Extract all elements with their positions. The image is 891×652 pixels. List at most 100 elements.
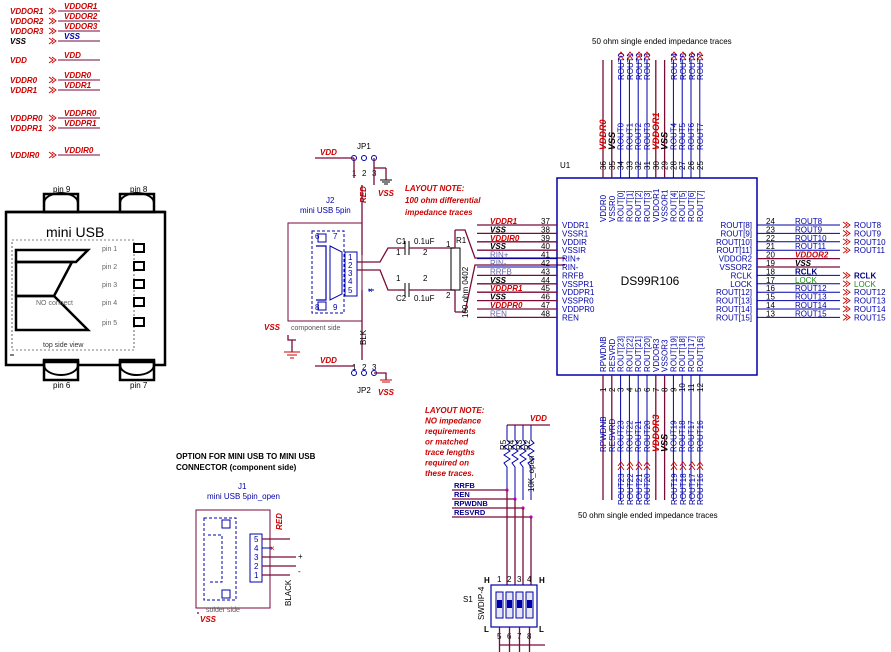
u1-left-net: VSS bbox=[490, 293, 507, 302]
c1-label: C1 bbox=[396, 237, 407, 246]
u1-pin-name: ROUT[6] bbox=[687, 190, 696, 222]
offpage-flag-icon bbox=[679, 51, 687, 61]
j1-pin-num: 2 bbox=[254, 562, 259, 571]
offpage-flag-icon bbox=[842, 297, 851, 304]
u1-pin-name: RCLK bbox=[731, 271, 753, 280]
u1-pin-num: 24 bbox=[766, 217, 775, 226]
u1-pin-name: VSSOR3 bbox=[661, 339, 670, 372]
u1-bottom-flag: ROUT22 bbox=[626, 473, 635, 505]
u1-pin-num: 5 bbox=[634, 387, 643, 392]
j1-black-label: BLACK bbox=[284, 579, 293, 606]
u1-pin-name: ROUT[15] bbox=[716, 313, 752, 322]
u1-right-flag: ROUT14 bbox=[854, 305, 886, 314]
u1-pin-num: 13 bbox=[766, 309, 775, 318]
jp1-jumper: JP1 1 2 3 VDD VSS bbox=[315, 142, 395, 198]
u1-left-net: VDDPR0 bbox=[490, 301, 523, 310]
r1-label: R1 bbox=[456, 236, 467, 245]
u1-pin-name: ROUT[17] bbox=[687, 336, 696, 372]
offpage-flag-icon bbox=[617, 461, 625, 471]
u1-top-net: ROUT5 bbox=[678, 122, 687, 150]
j1-option: OPTION FOR MINI USB TO MINI USB CONNECTO… bbox=[176, 452, 316, 624]
offpage-flag-icon bbox=[842, 314, 851, 321]
usb-noconnect-label: NO connect bbox=[36, 300, 73, 307]
layout-note-line: impedance traces bbox=[405, 208, 473, 217]
u1-pin-name: RESVRD bbox=[608, 338, 617, 372]
u1-right-net: ROUT9 bbox=[795, 225, 823, 234]
u1-pin-name: VSSR1 bbox=[562, 229, 589, 238]
u1-pin-num: 26 bbox=[687, 161, 696, 170]
u1-pin-name: REN bbox=[562, 313, 579, 322]
offpage-flag-icon bbox=[696, 51, 704, 61]
u1-pin-name: ROUT[14] bbox=[716, 305, 752, 314]
offpage-flag-icon bbox=[48, 114, 57, 122]
usb-pin-label: pin 2 bbox=[102, 264, 117, 271]
u1-left-net: RRFB bbox=[490, 267, 512, 276]
j2-mount-num: 6 bbox=[315, 232, 320, 241]
u1-left-net: VDDIR0 bbox=[490, 234, 520, 243]
u1-pin-name: ROUT[2] bbox=[634, 190, 643, 222]
u1-top-flag: ROUT5 bbox=[679, 52, 688, 80]
u1-pin-num: 23 bbox=[766, 225, 775, 234]
usb-footprint-title: mini USB bbox=[46, 224, 104, 240]
layout-note-line: these traces. bbox=[425, 469, 474, 478]
u1-pin-name: VSSOR2 bbox=[720, 263, 753, 272]
u1-left-net: VSS bbox=[490, 225, 507, 234]
offpage-flag-icon bbox=[643, 51, 651, 61]
u1-right-net: ROUT10 bbox=[795, 234, 827, 243]
alias-left-net: VSS bbox=[10, 37, 27, 46]
offpage-flag-icon bbox=[670, 461, 678, 471]
j1-plus: + bbox=[298, 552, 303, 561]
u1-right-flag: ROUT13 bbox=[854, 297, 886, 306]
u1-pin-name: RPWDNB bbox=[599, 336, 608, 372]
u1-pin-name: VDDR1 bbox=[562, 221, 590, 230]
s1-h-left: H bbox=[484, 576, 490, 585]
offpage-flag-icon bbox=[626, 51, 634, 61]
offpage-flag-icon bbox=[48, 56, 57, 64]
usb-pin-bottom-left: pin 6 bbox=[53, 381, 71, 390]
u1-chip: U1 DS99R106 50 ohm single ended impedanc… bbox=[477, 37, 886, 520]
jp1-pin-num: 2 bbox=[362, 169, 367, 178]
u1-pin-num: 45 bbox=[541, 284, 550, 293]
u1-right-flag: ROUT15 bbox=[854, 313, 886, 322]
offpage-flag-icon bbox=[48, 76, 57, 84]
pullup-vdd-net: VDD bbox=[530, 414, 547, 423]
s1-pin-num: 3 bbox=[517, 575, 522, 584]
j2-label: J2 bbox=[326, 196, 335, 205]
u1-pin-name: ROUT[5] bbox=[678, 190, 687, 222]
u1-pin-num: 19 bbox=[766, 259, 775, 268]
u1-pin-num: 29 bbox=[661, 161, 670, 170]
u1-pin-name: RIN+ bbox=[562, 255, 581, 264]
offpage-flag-icon bbox=[670, 51, 678, 61]
u1-pin-num: 37 bbox=[541, 217, 550, 226]
u1-pin-name: ROUT[23] bbox=[617, 336, 626, 372]
usb-footprint: pin 9 pin 8 pin 6 pin 7 mini USB pin 1 p… bbox=[4, 185, 167, 390]
j1-side-label: solder side bbox=[206, 607, 240, 614]
offpage-flag-icon bbox=[635, 51, 643, 61]
u1-pin-name: VSSR0 bbox=[608, 195, 617, 222]
j1-minus: - bbox=[298, 567, 301, 576]
u1-pin-name: VDDOR3 bbox=[652, 338, 661, 372]
r1-value: 100 ohm 0402 bbox=[461, 266, 470, 318]
u1-pin-name: ROUT[18] bbox=[678, 336, 687, 372]
offpage-flag-icon bbox=[842, 288, 851, 296]
j2-pin-num: 4 bbox=[348, 277, 353, 286]
u1-pin-num: 44 bbox=[541, 276, 550, 285]
alias-left-net: VDDPR1 bbox=[10, 124, 43, 133]
usb-pin-label: pin 3 bbox=[102, 282, 117, 289]
j2-mount-num: 8 bbox=[315, 303, 320, 312]
jp1-vss-net: VSS bbox=[378, 189, 395, 198]
offpage-flag-icon bbox=[688, 51, 696, 61]
alias-left-net: VDDR1 bbox=[10, 86, 38, 95]
c2-pin: 2 bbox=[423, 274, 428, 283]
u1-right-net: ROUT13 bbox=[795, 293, 827, 302]
pullup-resistor-label: R5 bbox=[499, 439, 508, 450]
u1-pin-num: 4 bbox=[625, 387, 634, 392]
offpage-flag-icon bbox=[842, 246, 851, 254]
s1-pin-num: 4 bbox=[527, 575, 532, 584]
u1-bottom-caption: 50 ohm single ended impedance traces bbox=[578, 511, 718, 520]
u1-pin-num: 10 bbox=[678, 383, 687, 392]
u1-pin-num: 8 bbox=[661, 387, 670, 392]
jp1-vdd-net: VDD bbox=[320, 148, 337, 157]
u1-pin-num: 34 bbox=[617, 161, 626, 170]
